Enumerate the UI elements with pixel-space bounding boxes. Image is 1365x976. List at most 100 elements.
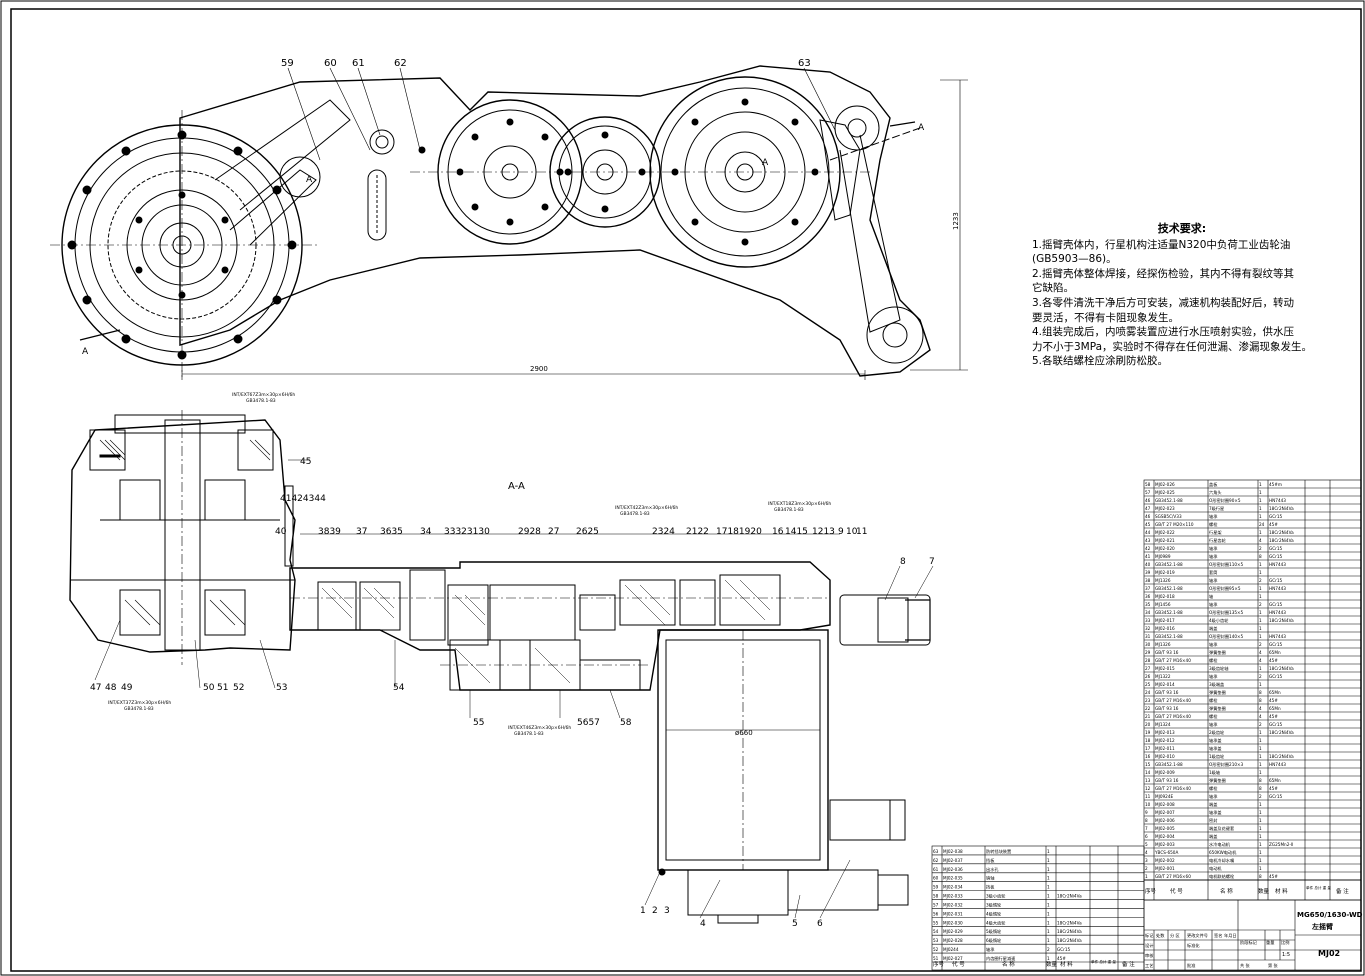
balloon-28-29: 2928	[518, 527, 541, 537]
bom-cell: 1	[1259, 570, 1262, 575]
bom-cell: 行星齿轮	[1209, 537, 1227, 544]
bom-cell: 18Cr2Ni4Va	[1269, 666, 1294, 671]
bom-cell: GCr15	[1269, 546, 1283, 551]
bom-cell: 2	[1259, 642, 1262, 647]
bom-cell: GB/T 93 16	[1155, 690, 1179, 695]
bom-cell: 3	[1145, 858, 1148, 863]
bom-cell: O形密封圈135×5	[1209, 609, 1244, 616]
dim-width: 2900	[530, 365, 548, 373]
balloon-51: 51	[217, 683, 228, 693]
bom-cell: MJ02-028	[943, 938, 963, 943]
bom-cell: 轴承	[1209, 673, 1218, 680]
bom-cell: 螺栓	[1209, 697, 1218, 704]
spline-note-2: INT/EXT42Z3m×30p×6H/6h	[615, 505, 678, 511]
bom-cell: 31	[1145, 634, 1151, 639]
bom-cell: GB/T 27 M16×40	[1155, 714, 1191, 719]
bom-cell: 1	[1259, 586, 1262, 591]
tb-label-zone: 分 区	[1170, 932, 1180, 939]
balloon-30-33: 33323130	[444, 527, 490, 537]
bom-cell: MJ02-036	[943, 867, 963, 872]
tb-label-design: 设计	[1145, 942, 1153, 949]
bom-cell: 2	[1145, 866, 1148, 871]
bom-cell: 59	[933, 885, 939, 890]
balloon-40: 40	[275, 527, 287, 537]
arm-housing-outline	[179, 65, 931, 377]
bom-cell: 挡板	[986, 884, 995, 891]
bom-cell: MJ02-001	[1155, 866, 1175, 871]
bom-cell: GB/T 27 M16×40	[1155, 786, 1191, 791]
bom-cell: 30	[1145, 642, 1151, 647]
bom-cell: MJ1324	[1155, 722, 1171, 727]
bom-cell: GCr15	[1269, 674, 1283, 679]
bom-cell: 18Cr2Ni4Va	[1057, 929, 1082, 934]
tech-line-4: 它缺陷。	[1032, 282, 1074, 295]
bom-cell: 24	[1259, 522, 1265, 527]
bom-cell: GB3452.1-88	[1155, 498, 1183, 503]
bom-cell: MJ02-029	[943, 929, 963, 934]
balloon-53: 53	[276, 683, 287, 693]
tech-line-5: 3.各零件清洗干净后方可安装，减速机构装配好后，转动	[1032, 296, 1295, 309]
bom-cell: 18	[1145, 738, 1151, 743]
bom-cell: 55	[933, 920, 939, 925]
balloon-11: 11	[856, 527, 867, 537]
bom-cell: 45#	[1269, 714, 1278, 719]
bom-cell: 650KW电动机	[1209, 849, 1237, 856]
arm-body-section	[289, 561, 831, 691]
tb-label-mark: 标记	[1145, 932, 1154, 939]
bom-head-mat: 材 料	[1275, 887, 1288, 895]
tb-label-change: 更改文件号	[1187, 932, 1208, 939]
bom-cell: HN7443	[1269, 634, 1286, 639]
bom-cell: GCr15	[1269, 514, 1283, 519]
bom-cell: GB/T 27 M16×40	[1155, 658, 1191, 663]
bom-cell: 5级惰轮	[986, 928, 1002, 935]
bom-cell: 1	[1259, 610, 1262, 615]
bom-cell: 38	[1145, 578, 1151, 583]
balloon-41-44: 41424344	[280, 494, 326, 504]
bom-cell: 螺栓	[1209, 785, 1218, 792]
bom-cell: MJ02-014	[1155, 682, 1175, 687]
bom-cell: 螺栓	[1209, 713, 1218, 720]
bom-cell: 行星架	[1209, 529, 1222, 536]
technical-requirements: 技术要求: 1.摇臂壳体内，行星机构注适量N320中负荷工业齿轮油 (GB590…	[1032, 222, 1332, 369]
bom-cell: MJ02-019	[1155, 570, 1175, 575]
bom-cell: MJ1326	[1155, 642, 1171, 647]
bom-cell: MJ02-034	[943, 885, 963, 890]
bom-cell: 1	[1047, 929, 1050, 934]
tech-line-3: 2.摇臂壳体整体焊接，经探伤检验，其内不得有裂纹等其	[1032, 267, 1295, 280]
bom-cell: 39	[1145, 570, 1151, 575]
tb-label-stage: 阶段标记	[1240, 939, 1258, 946]
bom-cell: 57	[933, 902, 939, 907]
bom-cell: 12	[1145, 786, 1151, 791]
bom-cell: GB3452.1-88	[1155, 762, 1183, 767]
bom-cell: GB/T 93 16	[1155, 650, 1179, 655]
tech-line-2: (GB5903—86)。	[1032, 253, 1117, 266]
balloon-56-57: 5657	[577, 718, 600, 728]
bom-cell: GCr15	[1269, 554, 1283, 559]
tb-label-check: 审核	[1145, 952, 1154, 959]
bom-cell: HN7443	[1269, 610, 1286, 615]
tb-label-sign: 签名	[1214, 932, 1222, 939]
tb-drawing-no: MJ02	[1318, 949, 1340, 958]
bom-cell: 18Cr2Ni4Va	[1057, 894, 1082, 899]
bom-cell: 1	[1259, 810, 1262, 815]
bom-cell: 8	[1259, 554, 1262, 559]
bom-head-qty-2: 数量	[1046, 960, 1058, 968]
bom-cell: 1	[1259, 842, 1262, 847]
bom-cell: GB3452.1-88	[1155, 610, 1183, 615]
bom-cell: 17	[1145, 746, 1151, 751]
bom-cell: 65Mn	[1269, 690, 1281, 695]
bom-cell: 3级齿轮轴	[1209, 665, 1228, 672]
tech-line-6: 要灵活，不得有卡阻现象发生。	[1032, 311, 1179, 324]
bom-cell: 1	[1259, 802, 1262, 807]
dim-height: 1233	[952, 212, 960, 230]
bom-head-no-2: 序号	[933, 960, 945, 968]
bom-cell: 轴承	[986, 946, 995, 953]
bom-cell: 1级轴	[1209, 769, 1220, 776]
bom-cell: 水冷电动机	[1209, 841, 1231, 848]
bom-cell: 1	[1259, 866, 1262, 871]
tb-label-approve: 批准	[1187, 962, 1195, 969]
bom-cell: 46	[1145, 498, 1151, 503]
bom-cell: 电动机	[1209, 865, 1222, 872]
